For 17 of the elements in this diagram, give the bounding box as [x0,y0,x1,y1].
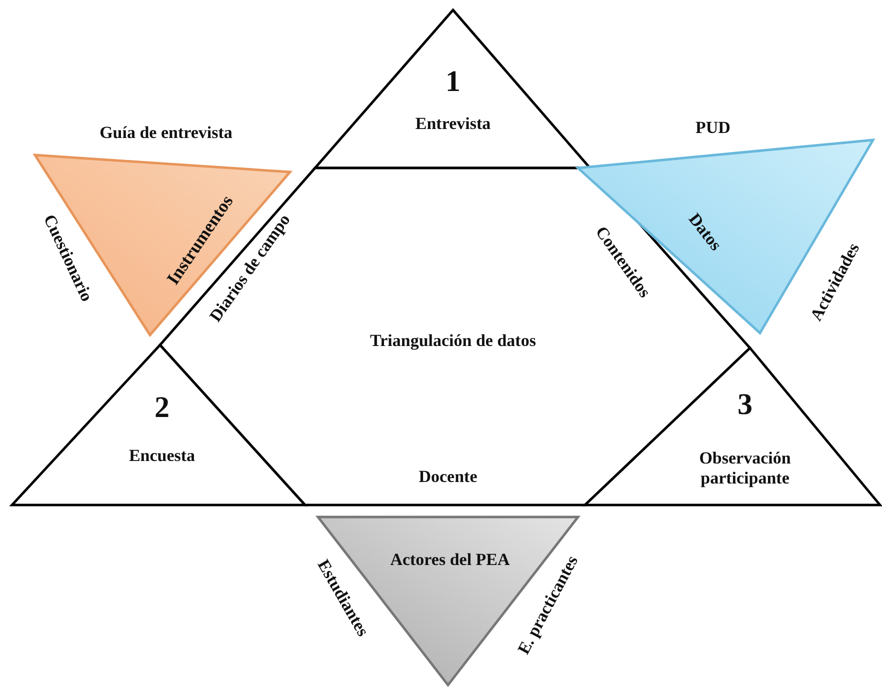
section-label: Triangulación de datos [369,331,537,351]
side-label: PUD [696,118,730,138]
triangle-shape [35,155,290,335]
side-label: Guía de entrevista [100,123,232,143]
section-number: 1 [446,64,460,100]
side-label: Docente [418,467,478,487]
section-label: Actores del PEA [389,550,511,570]
triangle-shape [318,517,578,685]
section-number: 3 [738,388,752,422]
section-label: Entrevista [415,114,491,134]
triangle-section [315,10,590,168]
triangle-section [585,348,880,505]
triangle-shape [578,140,873,333]
section-label: Encuesta [128,446,196,466]
triangle-section [12,345,305,505]
section-number: 2 [154,390,170,426]
section-label: Observación participante [698,448,792,488]
